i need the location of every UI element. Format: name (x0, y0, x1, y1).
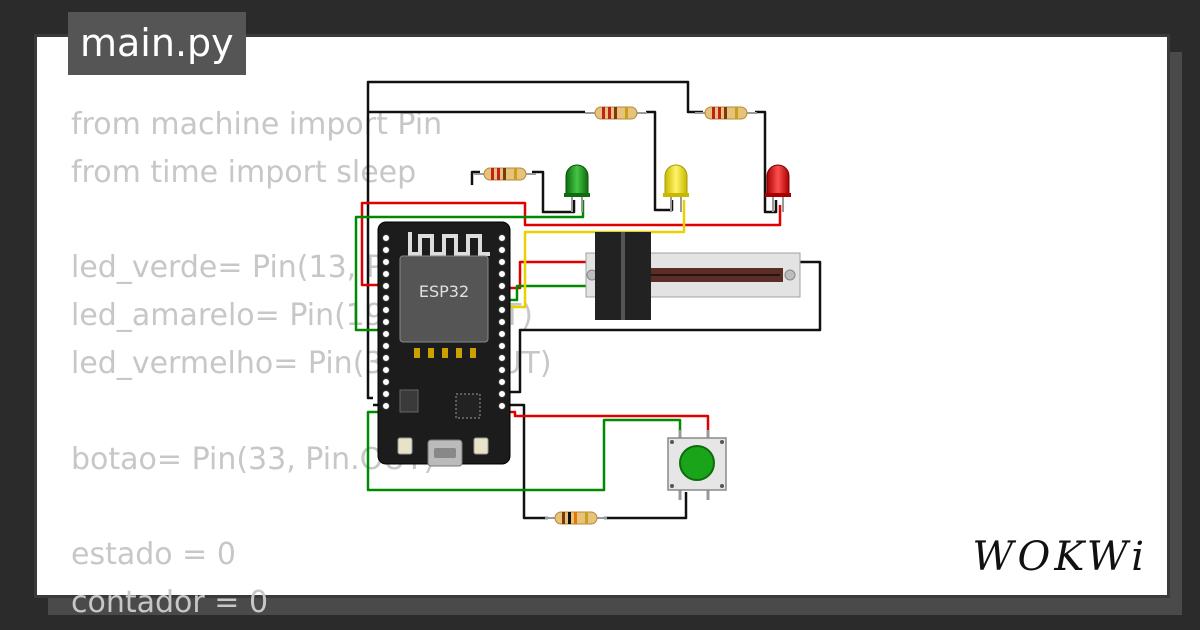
slide-potentiometer[interactable] (585, 232, 801, 320)
code-line: estado = 0 (71, 537, 236, 573)
wire-black-btn-resistor (505, 403, 548, 520)
wire-green-btn (366, 410, 682, 492)
wire-red-pot (505, 260, 590, 290)
wire-red-btn (505, 410, 710, 436)
wire-black-led-red (755, 110, 778, 214)
esp32-label: ESP32 (419, 282, 469, 301)
wire-red-top (360, 201, 782, 287)
led-red[interactable] (765, 164, 791, 212)
resistor-2[interactable] (695, 106, 757, 120)
code-line: from time import sleep (71, 154, 417, 190)
pushbutton-cap[interactable] (679, 445, 715, 481)
wire-green-pot (505, 284, 590, 302)
wire-yellow-led (505, 200, 686, 309)
wire-black-pot (505, 260, 822, 394)
file-tab[interactable]: main.py (68, 12, 246, 75)
wire-black-resistor3 (470, 170, 480, 185)
resistor-1[interactable] (585, 106, 647, 120)
code-line: botao= Pin(33, Pin.OUT) (71, 441, 436, 477)
led-yellow[interactable] (663, 164, 689, 212)
esp32-board[interactable]: ESP32 (377, 221, 511, 467)
led-green[interactable] (564, 164, 590, 212)
resistor-3[interactable] (474, 167, 536, 181)
resistor-4[interactable] (545, 511, 607, 525)
pushbutton[interactable] (667, 430, 727, 500)
code-line: contador = 0 (71, 584, 269, 620)
wire-black-top (366, 80, 703, 400)
wire-black-btn (604, 492, 688, 520)
wire-black-led-green (532, 170, 576, 214)
wokwi-logo: WOKWi (972, 534, 1148, 580)
